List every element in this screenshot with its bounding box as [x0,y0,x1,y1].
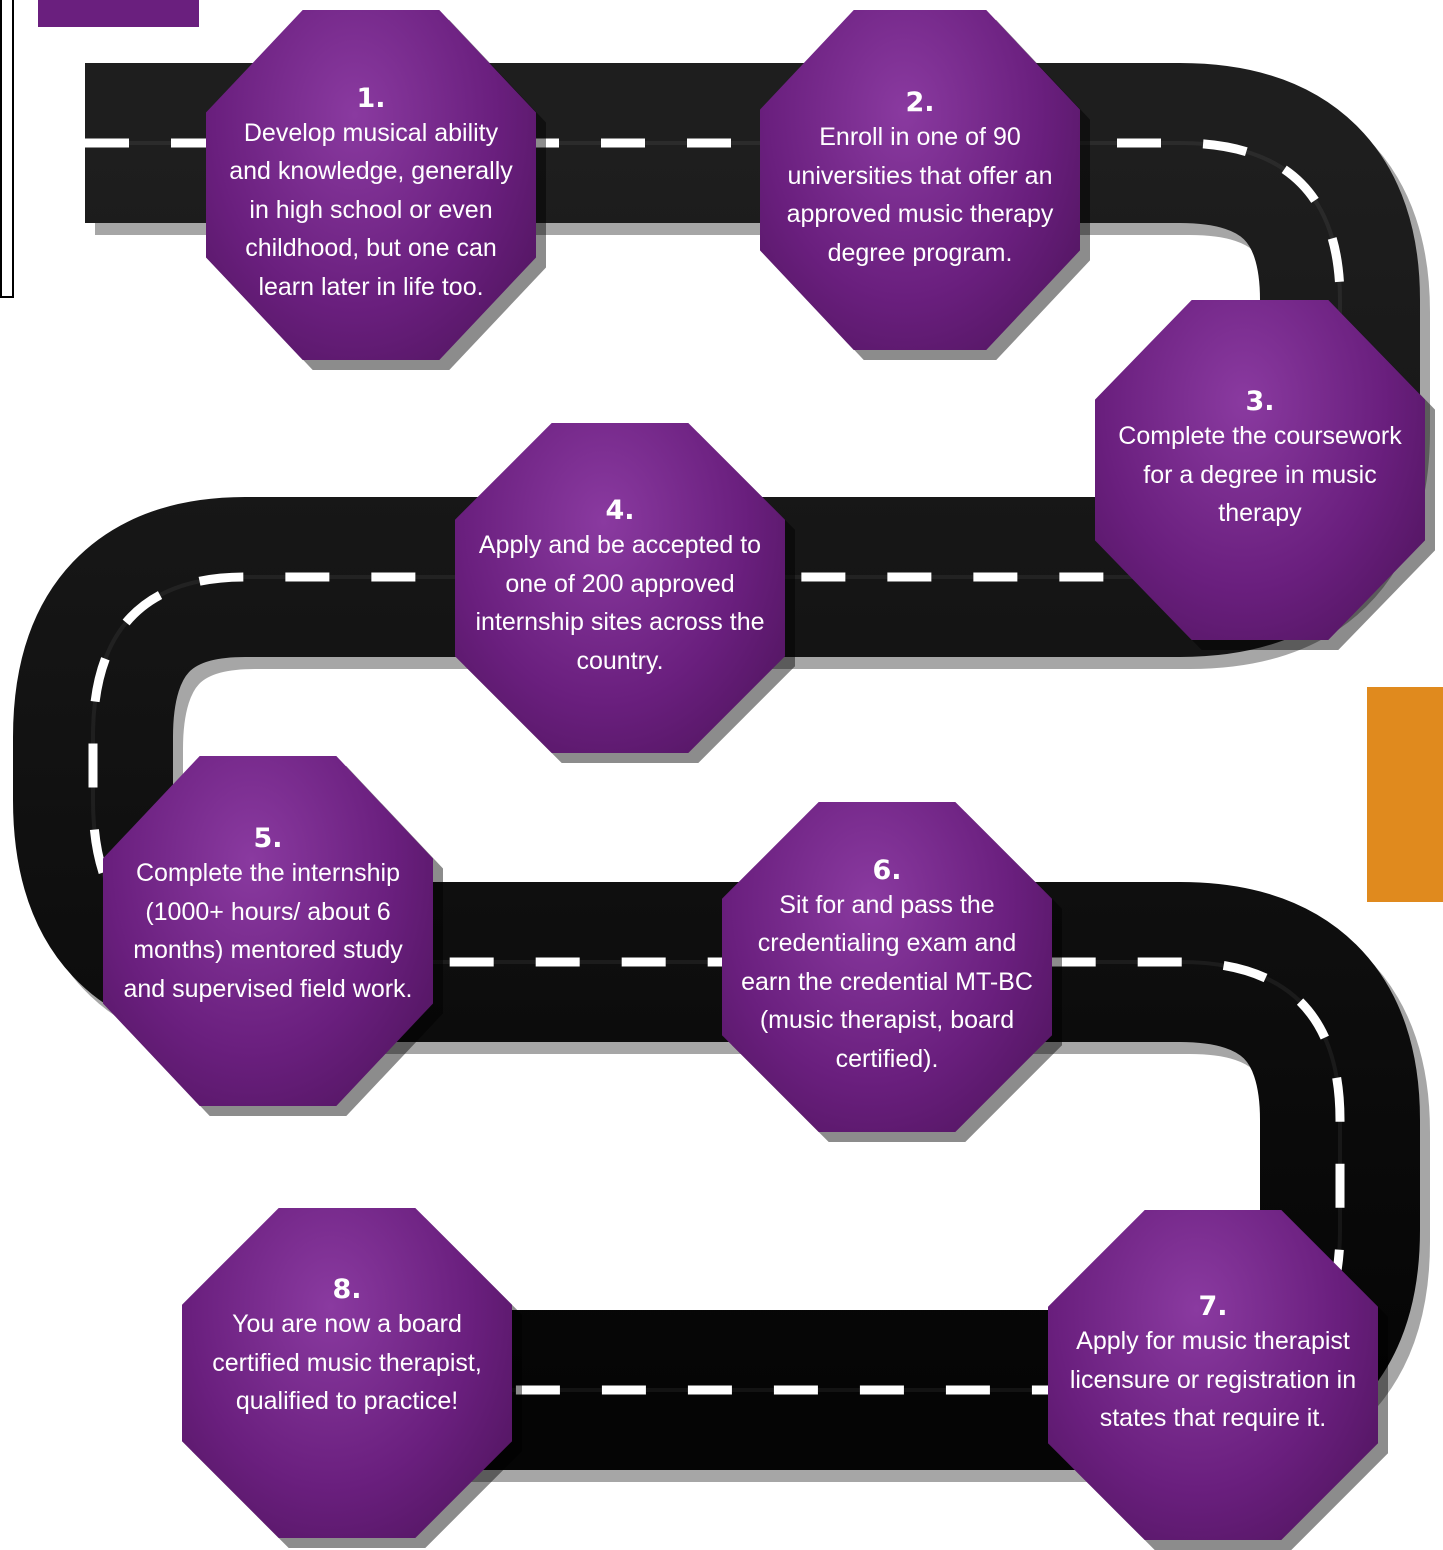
road-center-dashes [85,138,1345,1395]
step-7-text: Apply for music therapist licensure or r… [1069,1327,1357,1433]
step-5-octagon: 5. Complete the internship (1000+ hours/… [103,756,433,1106]
step-8-octagon: 8. You are now a board certified music t… [182,1208,512,1538]
step-6-text: Sit for and pass the credentialing exam … [741,890,1033,1073]
purple-tab [38,0,199,27]
step-3-number: 3. [1245,386,1275,418]
step-6-octagon: 6. Sit for and pass the credentialing ex… [722,802,1052,1132]
step-5-number: 5. [253,823,283,854]
frame-right-border [12,0,14,298]
step-2-octagon: 2. Enroll in one of 90 universities that… [760,10,1080,350]
step-7-number: 7. [1198,1291,1228,1323]
step-5-text: Complete the internship (1000+ hours/ ab… [123,859,413,1003]
frame-bottom-border [0,296,14,298]
step-4-number: 4. [605,495,635,526]
step-8-text: You are now a board certified music ther… [212,1310,482,1416]
step-3-text: Complete the coursework for a degree in … [1118,422,1402,528]
step-2-text: Enroll in one of 90 universities that of… [786,123,1054,267]
step-4-octagon: 4. Apply and be accepted to one of 200 a… [455,423,785,753]
step-7-octagon: 7. Apply for music therapist licensure o… [1048,1210,1378,1540]
step-4-text: Apply and be accepted to one of 200 appr… [475,531,765,675]
step-1-octagon: 1. Develop musical ability and knowledge… [206,10,536,360]
step-8-number: 8. [332,1274,362,1306]
step-3-octagon: 3. Complete the coursework for a degree … [1095,300,1425,640]
orange-tab [1367,687,1443,902]
step-1-number: 1. [356,82,386,114]
step-1-text: Develop musical ability and knowledge, g… [229,118,513,301]
step-6-number: 6. [872,854,902,886]
step-2-number: 2. [905,87,935,118]
frame-left-border [0,0,2,298]
